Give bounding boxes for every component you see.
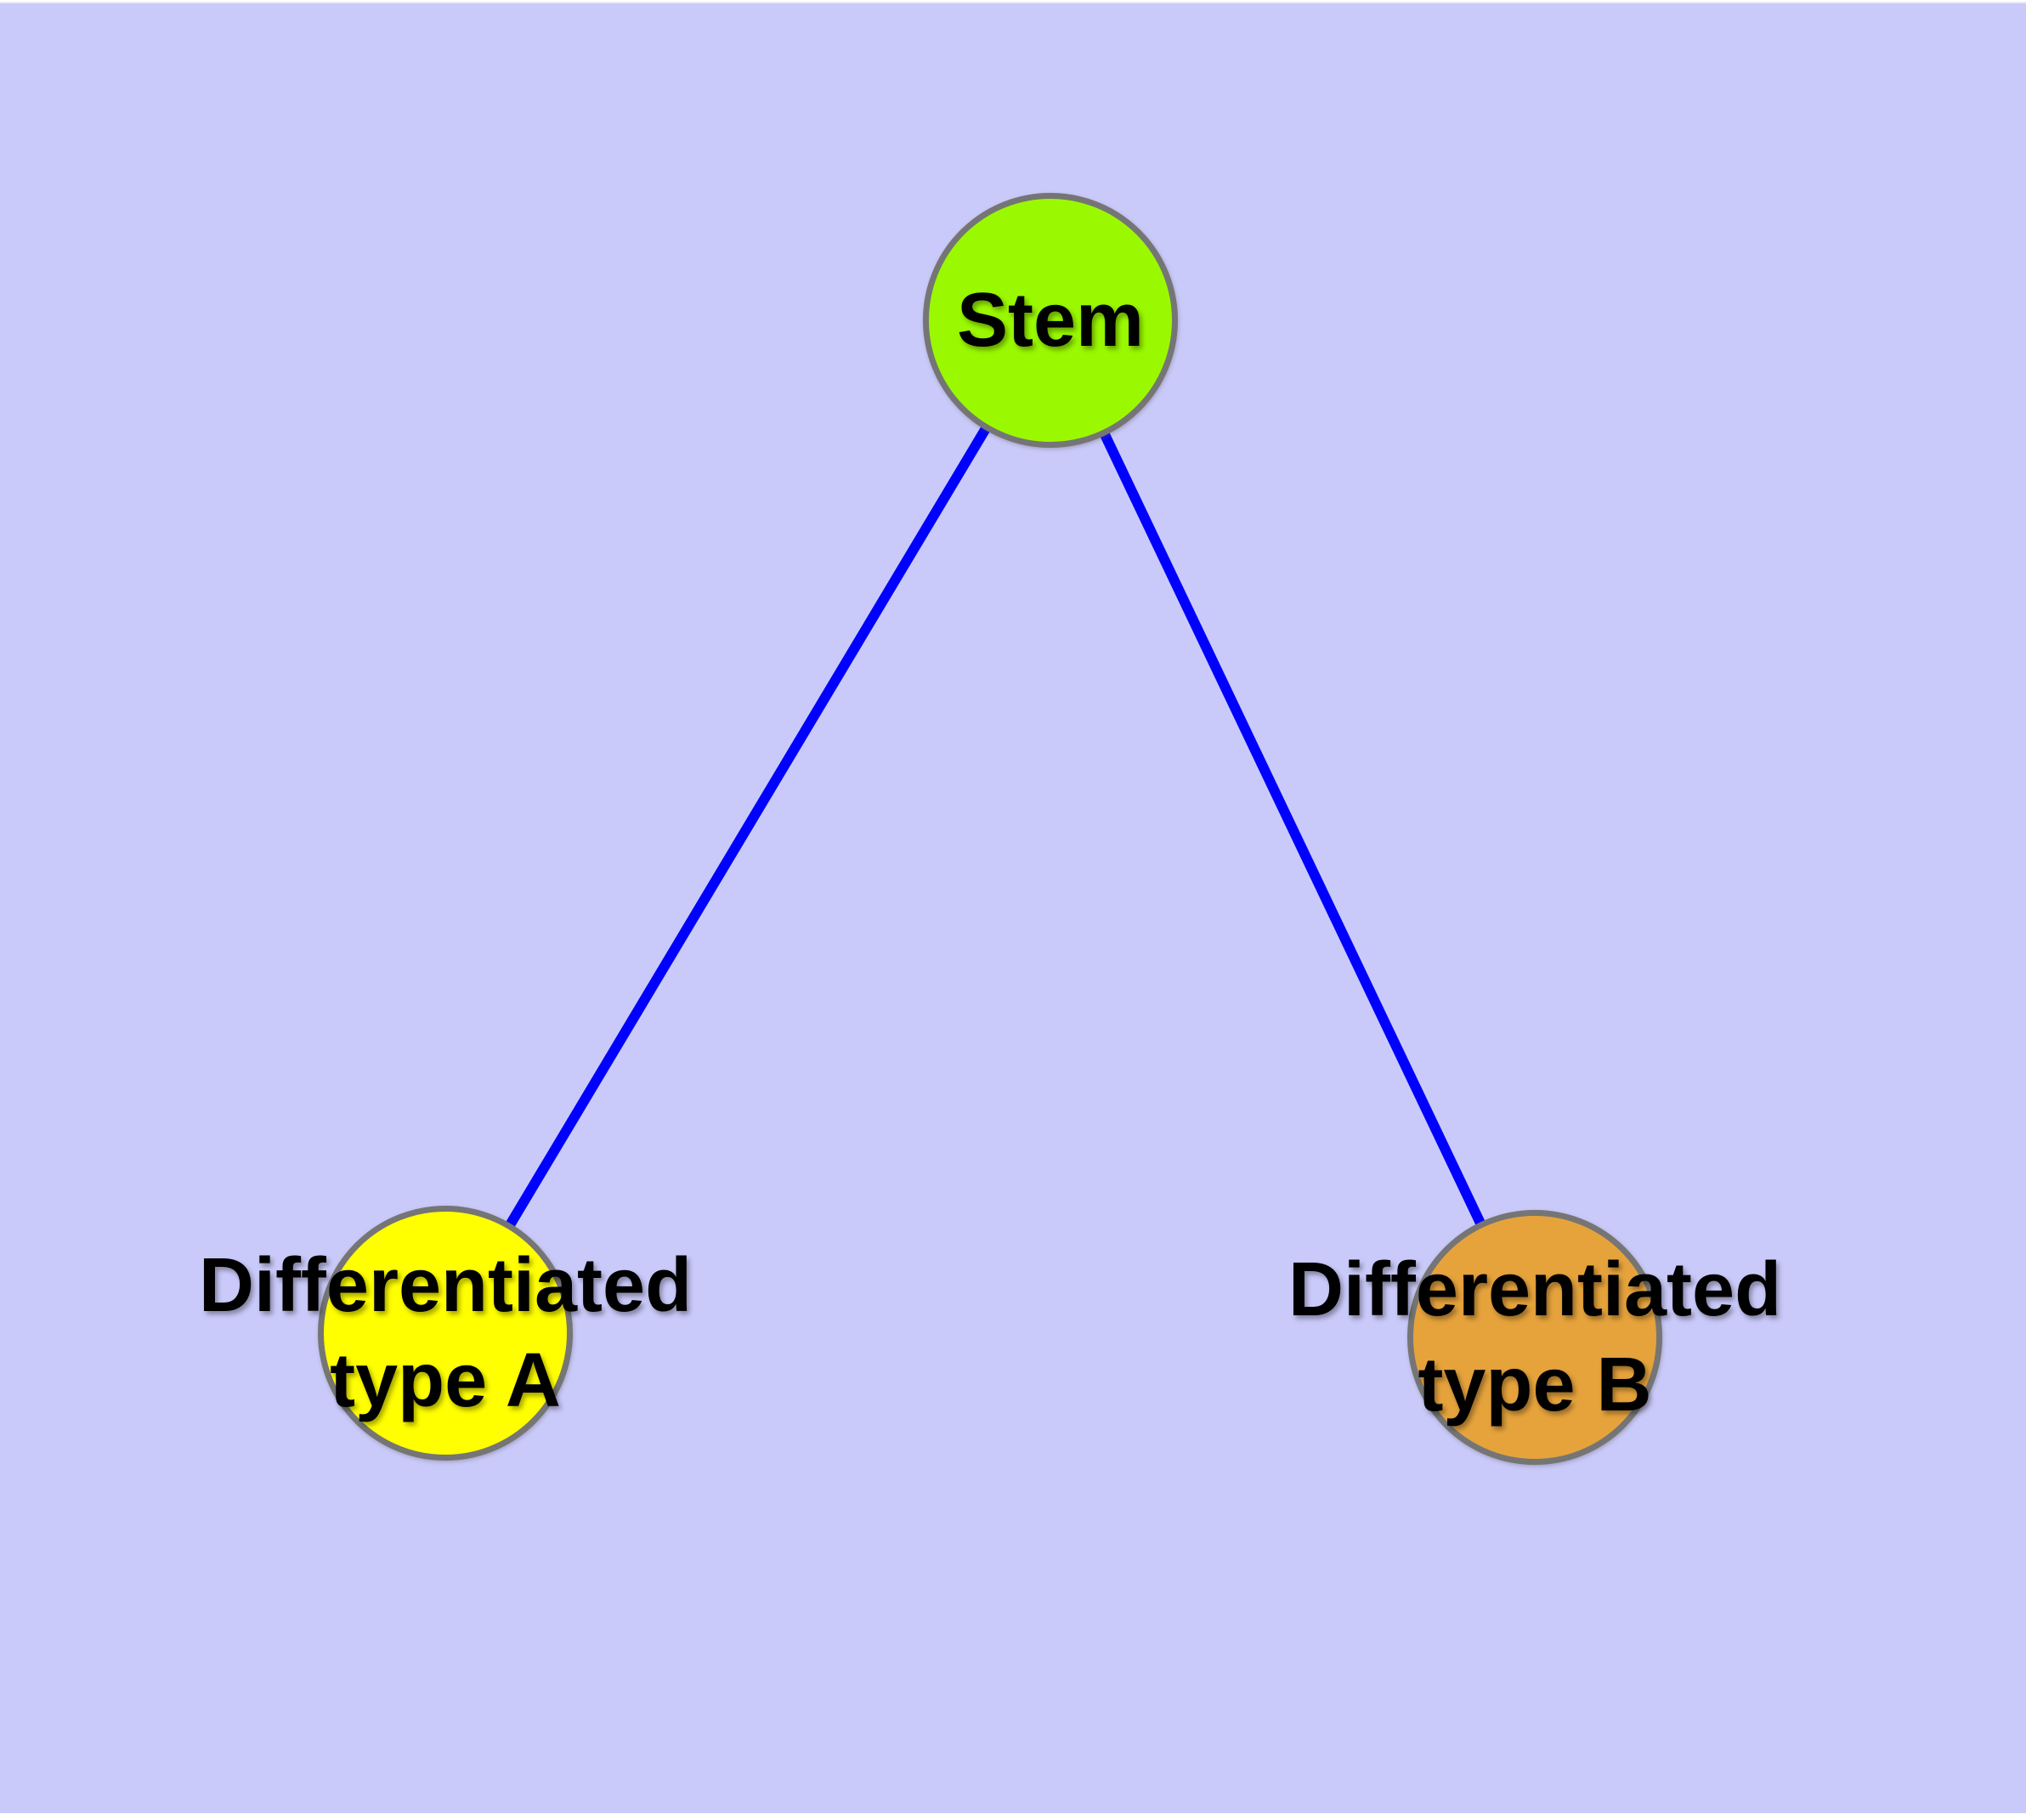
node-differentiated-type-a-label-line1: Differentiated — [198, 1243, 693, 1328]
edge-stem-to-type-a — [440, 317, 1055, 1337]
node-stem-circle — [923, 193, 1178, 448]
node-differentiated-type-a-circle — [318, 1206, 573, 1461]
node-differentiated-type-a-label-line2: type A — [330, 1338, 561, 1423]
edge-stem-to-type-b — [1045, 318, 1540, 1340]
node-differentiated-type-a-label: Differentiated type A — [199, 1238, 692, 1428]
edges-layer — [440, 317, 1540, 1340]
node-differentiated-type-b-label-line2: type B — [1418, 1342, 1652, 1427]
node-differentiated-type-b-circle — [1407, 1210, 1662, 1465]
node-stem-label-line1: Stem — [956, 278, 1145, 363]
node-stem-label: Stem — [957, 273, 1144, 368]
node-differentiated-type-b-label-line1: Differentiated — [1287, 1247, 1782, 1332]
node-differentiated-type-b-label: Differentiated type B — [1288, 1242, 1781, 1433]
